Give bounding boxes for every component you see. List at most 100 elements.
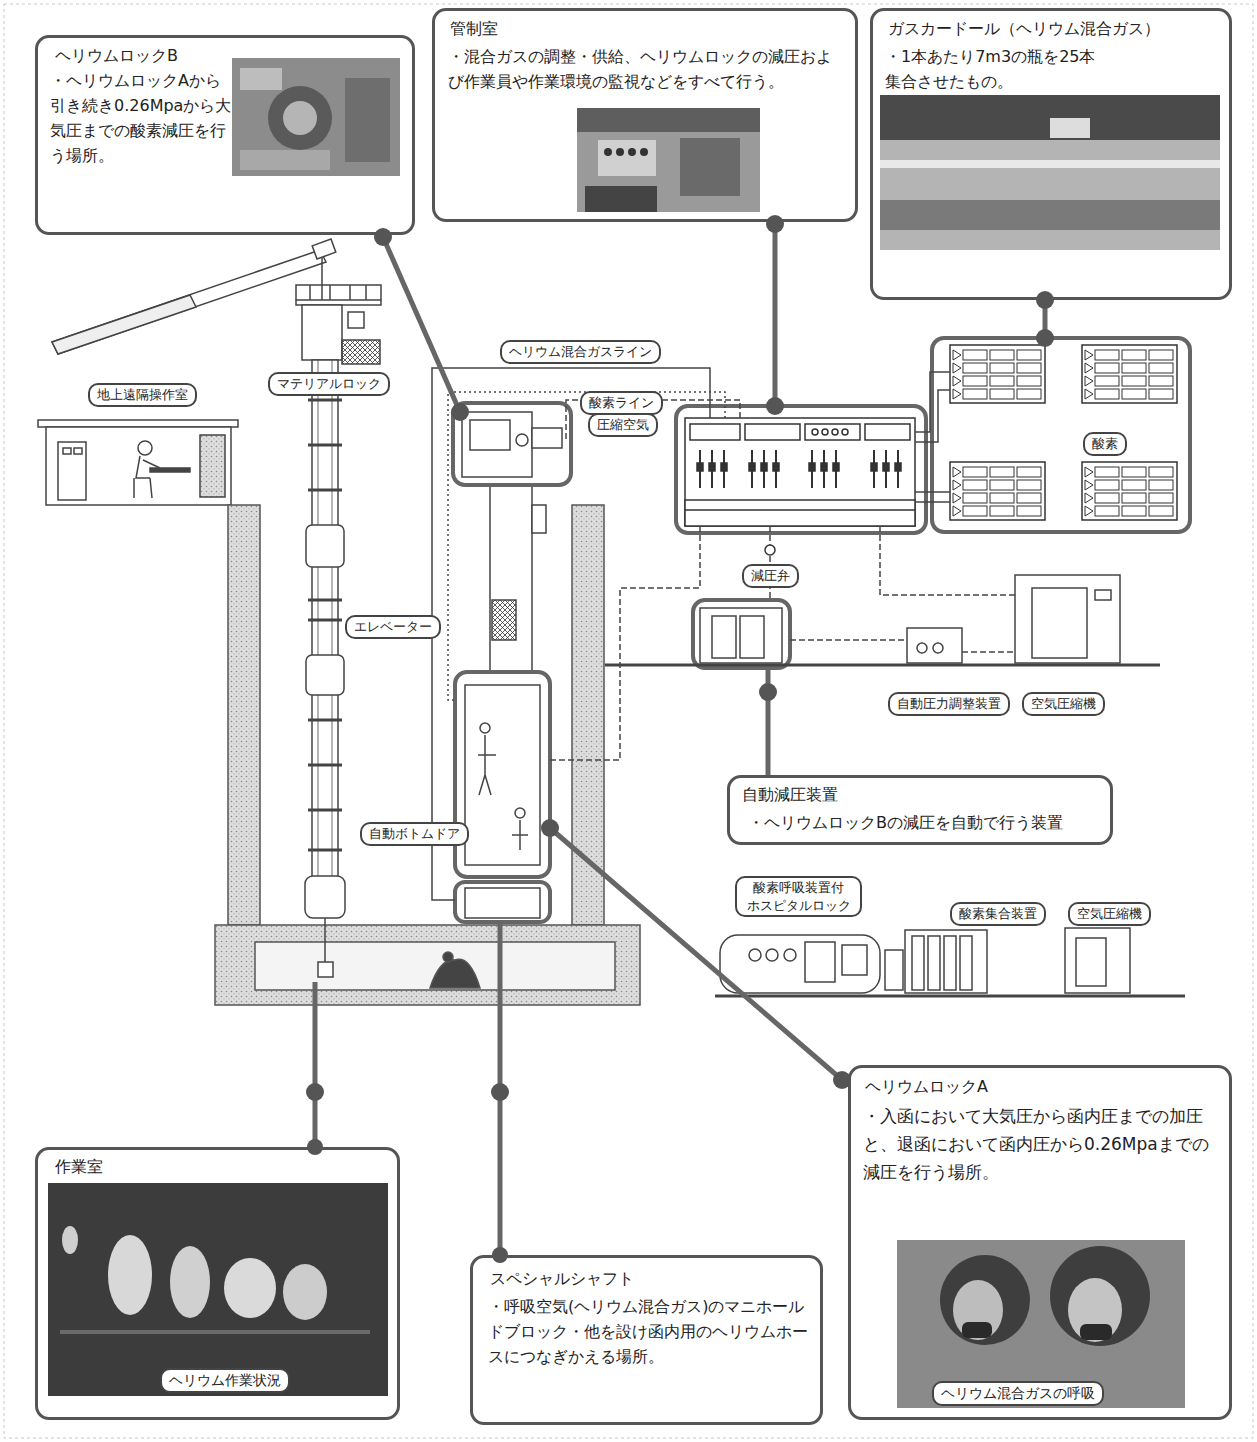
leader-line: [383, 237, 460, 412]
callout-heading: 管制室: [450, 18, 498, 40]
callout-heading: 作業室: [55, 1156, 103, 1178]
part-label: 酸素集合装置: [950, 902, 1046, 926]
material-lock: [342, 340, 380, 364]
photo: [345, 78, 390, 162]
callout-heading: 自動減圧装置: [742, 784, 838, 806]
control-panel: [709, 450, 715, 488]
photo: [283, 101, 317, 135]
part-label: 酸素ライン: [580, 391, 663, 415]
remote-control-room: [74, 448, 82, 454]
photo: [577, 108, 760, 132]
callout-heading: スペシャルシャフト: [490, 1268, 634, 1290]
photo: [48, 1183, 388, 1396]
crane: [52, 295, 196, 354]
hospital-lock-equipment: [960, 936, 972, 990]
photo: [48, 58, 1220, 1408]
leader-dot: [1036, 291, 1054, 309]
photo: [616, 148, 624, 156]
label-text: 自動ボトムドア: [369, 825, 460, 843]
hospital-lock-equipment: [944, 936, 956, 990]
remote-control-room: [200, 435, 225, 497]
label-text: 空気圧縮機: [1031, 695, 1096, 713]
caisson-structure: [443, 952, 453, 962]
photo: [604, 148, 612, 156]
hospital-lock-equipment: [842, 945, 867, 975]
control-panel: [895, 450, 901, 488]
callout-box: 管制室・混合ガスの調整・供給、ヘリウムロックの減圧および作業員や作業環境の監視な…: [432, 8, 858, 222]
photo: [897, 1240, 1185, 1408]
photo: [1080, 1324, 1112, 1340]
photo: [880, 160, 1220, 168]
photo: [268, 86, 332, 150]
control-panel: [833, 450, 839, 488]
leader-line: [313, 982, 318, 1147]
part-label: 圧縮空気: [588, 413, 658, 437]
photo: [880, 95, 1220, 250]
label-text: 空気圧縮機: [1077, 905, 1142, 923]
component-outline: [455, 882, 550, 922]
control-panel: [822, 429, 828, 435]
caisson-structure: [255, 942, 615, 990]
hospital-lock-equipment: [805, 942, 835, 982]
material-lock: [306, 525, 344, 567]
ground-equipment: [1032, 588, 1087, 658]
remote-control-room: [150, 468, 190, 472]
leader-line: [773, 222, 778, 406]
remote-control-room: [58, 442, 86, 500]
ground-equipment: [712, 616, 736, 658]
part-label: 空気圧縮機: [1068, 902, 1151, 926]
crane: [312, 239, 336, 259]
gas-cylinder-rack: [950, 462, 1045, 520]
control-panel: [805, 424, 860, 440]
gas-line: [915, 372, 950, 502]
remote-control-room: [136, 456, 160, 478]
pressure-valve: [765, 545, 775, 555]
photo: [628, 148, 636, 156]
label-text: ヘリウム混合ガスの呼吸: [941, 1384, 1095, 1403]
control-panel: [685, 418, 915, 526]
callout-heading: ヘリウムロックA: [865, 1076, 988, 1098]
leader-dot: [306, 1083, 324, 1101]
ground-equipment: [605, 575, 1160, 665]
hospital-lock-equipment: [749, 949, 761, 961]
leader-dot: [766, 215, 784, 233]
special-shaft: [462, 412, 562, 918]
ground-equipment: [605, 664, 1160, 667]
hospital-lock-equipment: [784, 949, 796, 961]
hospital-lock-equipment: [715, 995, 1185, 998]
photo: [240, 150, 330, 170]
hospital-lock-equipment: [715, 928, 1185, 996]
material-lock: [308, 400, 342, 850]
caisson-structure: [228, 505, 260, 925]
control-panel: [685, 500, 915, 526]
label-text: マテリアルロック: [277, 375, 381, 393]
label-text: 圧縮空気: [597, 416, 649, 434]
leader-line: [550, 828, 848, 1085]
control-panel: [832, 429, 838, 435]
part-label: 酸素: [1083, 432, 1127, 456]
control-panel: [745, 424, 800, 440]
special-shaft: [470, 420, 510, 450]
photo: [953, 1280, 1003, 1340]
photo: [1068, 1278, 1122, 1342]
ground-equipment: [1015, 575, 1120, 663]
label-text: ヘリウム作業状況: [169, 1371, 281, 1390]
part-label: 自動圧力調整装置: [888, 692, 1010, 716]
callout-text: ・ヘリウムロックAから引き続き0.26Mpaから大気圧までの酸素減圧を行う場所。: [50, 68, 232, 168]
component-outline: [693, 600, 790, 668]
photo: [170, 1246, 210, 1318]
photo-caption: ヘリウム作業状況: [160, 1368, 290, 1393]
remote-control-room: [138, 441, 152, 455]
label-text: 酸素ライン: [589, 394, 654, 412]
leader-dot: [759, 683, 777, 701]
photo: [940, 1255, 1030, 1345]
remote-control-room: [63, 448, 71, 454]
ground-equipment: [907, 628, 962, 663]
material-lock: [302, 305, 342, 360]
control-panel: [865, 424, 910, 440]
ground-equipment: [933, 643, 943, 653]
callout-text: ・混合ガスの調整・供給、ヘリウムロックの減圧および作業員や作業環境の監視などをす…: [448, 44, 846, 94]
component-outline: [676, 406, 926, 533]
callout-box: スペシャルシャフト・呼吸空気(ヘリウム混合ガス)のマニホールドブロック・他を設け…: [470, 1255, 823, 1425]
